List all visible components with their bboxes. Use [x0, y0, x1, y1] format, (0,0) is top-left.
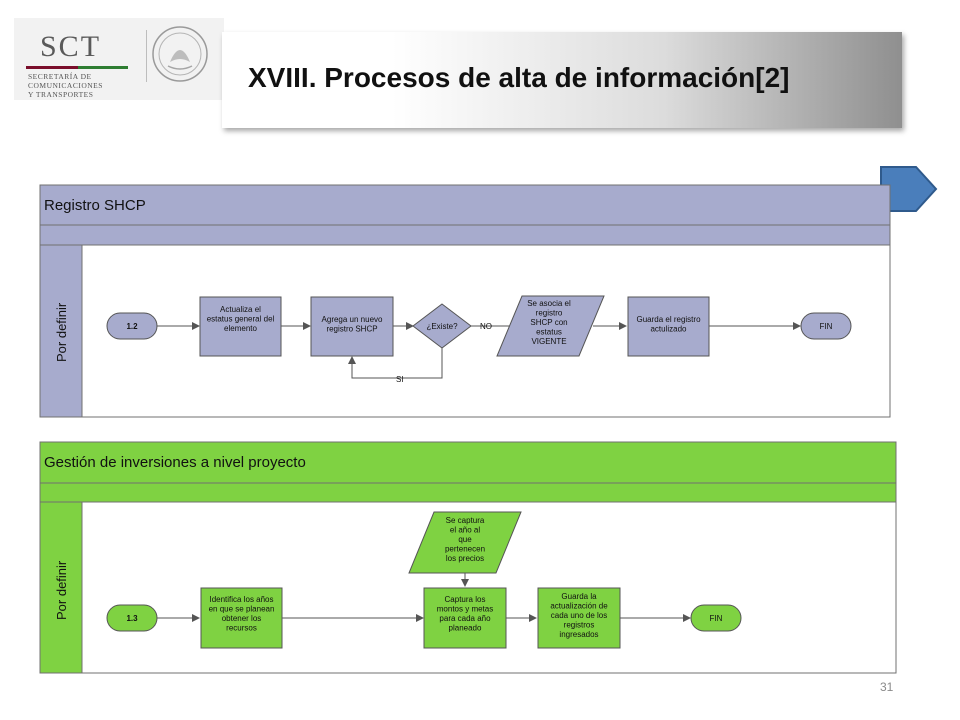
national-seal-icon [152, 26, 208, 82]
end-node: FIN [690, 604, 742, 632]
logo-block [14, 18, 224, 100]
decision-exists: ¿Existe? [412, 303, 472, 349]
logo-line-2: COMUNICACIONES [28, 81, 103, 90]
logo-line-3: Y TRANSPORTES [28, 90, 94, 99]
edges-d2 [157, 573, 691, 622]
end-node: FIN [800, 312, 852, 340]
lane-label: Por definir [54, 302, 69, 362]
end-node-label: FIN [820, 322, 833, 331]
start-node-label: 1.2 [126, 322, 138, 331]
end-node-label: FIN [710, 614, 723, 623]
title-bar: XVIII. Procesos de alta de información[2… [222, 32, 902, 128]
sct-logo-text: SCT [40, 30, 102, 63]
lane-label: Por definir [54, 560, 69, 620]
pool-title: Gestión de inversiones a nivel proyecto [44, 454, 306, 471]
start-node-label: 1.3 [126, 614, 138, 623]
logo-line-1: SECRETARÍA DE [28, 72, 92, 81]
start-node: 1.2 [106, 312, 158, 340]
logo-rule-green [78, 66, 128, 69]
logo-separator [146, 30, 147, 82]
pool-registro-shcp: Registro SHCP Por definir [39, 184, 891, 418]
decision-exists-label: ¿Existe? [426, 322, 458, 331]
edge-label-no: NO [480, 322, 492, 331]
start-node: 1.3 [106, 604, 158, 632]
logo-rule-red [26, 66, 78, 69]
pool-title: Registro SHCP [44, 197, 146, 214]
edge-label-si: SI [396, 375, 404, 384]
page-number: 31 [880, 680, 894, 694]
page-title: XVIII. Procesos de alta de información[2… [248, 62, 790, 93]
